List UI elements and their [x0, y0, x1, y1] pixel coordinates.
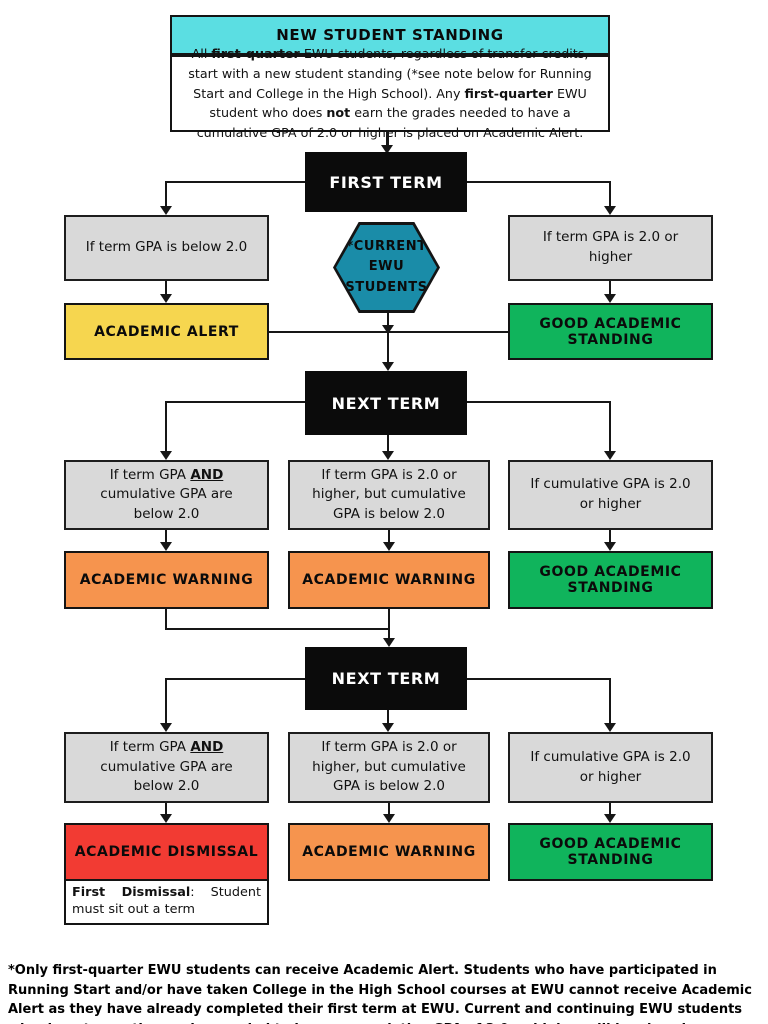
row1-condition-right-text: If term GPA is 2.0 or higher	[542, 229, 679, 265]
connector-line	[609, 281, 611, 295]
row3-condition-mid-text: If term GPA is 2.0 or higher, but cumula…	[312, 739, 466, 795]
academic-warning-label-row2-left: ACADEMIC WARNING	[79, 572, 254, 588]
hexagon-line3: STUDENTS	[345, 279, 428, 295]
new-student-standing-title: NEW STUDENT STANDING	[276, 26, 504, 44]
row3-condition-mid: If term GPA is 2.0 or higher, but cumula…	[288, 732, 490, 803]
connector-line	[165, 401, 167, 452]
hexagon-line2: EWU	[368, 259, 405, 275]
row2-condition-right: If cumulative GPA is 2.0 or higher	[508, 460, 713, 530]
arrow-down-icon	[604, 542, 616, 551]
academic-warning-box-row3: ACADEMIC WARNING	[288, 823, 490, 881]
connector-line	[609, 530, 611, 543]
good-standing-box-row2: GOOD ACADEMIC STANDING	[508, 551, 713, 609]
row3-condition-left: If term GPA AND cumulative GPA are below…	[64, 732, 269, 803]
connector-line	[165, 281, 167, 295]
footnote: *Only first-quarter EWU students can rec…	[8, 961, 761, 1024]
arrow-down-icon	[382, 723, 394, 732]
academic-warning-label-row3: ACADEMIC WARNING	[302, 844, 476, 860]
connector-line	[165, 530, 167, 543]
current-ewu-students-hexagon: *CURRENT EWU STUDENTS	[333, 222, 440, 313]
connector-line	[165, 628, 389, 630]
connector-line	[165, 803, 167, 815]
arrow-down-icon	[160, 814, 172, 823]
connector-line	[165, 609, 167, 630]
arrow-down-icon	[160, 542, 172, 551]
row2-condition-mid-text: If term GPA is 2.0 or higher, but cumula…	[312, 466, 466, 522]
good-standing-label-row3: GOOD ACADEMIC STANDING	[539, 836, 682, 868]
connector-line	[609, 803, 611, 815]
row3-condition-right-text: If cumulative GPA is 2.0 or higher	[530, 748, 691, 785]
connector-line	[388, 803, 390, 815]
footnote-text: *Only first-quarter EWU students can rec…	[8, 963, 752, 1024]
arrow-down-icon	[604, 451, 616, 460]
arrow-down-icon	[383, 638, 395, 647]
row2-condition-right-text: If cumulative GPA is 2.0 or higher	[530, 476, 691, 512]
first-dismissal-note: First Dismissal: Student must sit out a …	[64, 879, 269, 925]
next-term-box-2: NEXT TERM	[305, 647, 467, 710]
arrow-down-icon	[160, 206, 172, 215]
good-standing-label-row1: GOOD ACADEMIC STANDING	[539, 315, 682, 348]
row3-condition-right: If cumulative GPA is 2.0 or higher	[508, 732, 713, 803]
next-term-label-1: NEXT TERM	[331, 393, 441, 413]
connector-line	[609, 401, 611, 452]
academic-alert-box: ACADEMIC ALERT	[64, 303, 269, 360]
new-student-standing-description: All first-quarter EWU students, regardle…	[170, 46, 610, 140]
description-text: All first-quarter EWU students, regardle…	[188, 46, 592, 141]
good-standing-label-row2: GOOD ACADEMIC STANDING	[539, 564, 682, 596]
next-term-label-2: NEXT TERM	[331, 669, 441, 688]
connector-line	[165, 181, 167, 207]
first-term-box: FIRST TERM	[305, 152, 467, 212]
row1-condition-left-text: If term GPA is below 2.0	[85, 239, 248, 256]
arrow-down-icon	[604, 723, 616, 732]
connector-line	[467, 181, 611, 183]
connector-line	[166, 181, 305, 183]
academic-warning-box-row2-mid: ACADEMIC WARNING	[288, 551, 490, 609]
connector-line	[388, 530, 390, 543]
first-dismissal-note-text: First Dismissal: Student must sit out a …	[72, 885, 261, 918]
row1-condition-right: If term GPA is 2.0 or higher	[508, 215, 713, 281]
connector-line	[388, 609, 390, 640]
row2-condition-mid: If term GPA is 2.0 or higher, but cumula…	[288, 460, 490, 530]
row3-condition-left-text: If term GPA AND cumulative GPA are below…	[100, 739, 233, 795]
arrow-down-icon	[382, 325, 394, 334]
arrow-down-icon	[604, 206, 616, 215]
connector-line	[386, 132, 389, 147]
next-term-box-1: NEXT TERM	[305, 371, 467, 435]
connector-line	[166, 401, 305, 403]
arrow-down-icon	[383, 542, 395, 551]
connector-line	[467, 678, 611, 680]
row2-condition-left: If term GPA AND cumulative GPA are below…	[64, 460, 269, 530]
academic-alert-label: ACADEMIC ALERT	[94, 323, 239, 340]
new-student-standing-header: NEW STUDENT STANDING	[170, 15, 610, 55]
connector-line	[609, 181, 611, 207]
row2-condition-left-text: If term GPA AND cumulative GPA are below…	[100, 466, 233, 522]
connector-line	[467, 401, 611, 403]
connector-line	[165, 678, 167, 724]
arrow-down-icon	[160, 294, 172, 303]
connector-line	[387, 710, 389, 724]
arrow-down-icon	[383, 814, 395, 823]
connector-line	[387, 435, 389, 452]
academic-warning-label-row2-mid: ACADEMIC WARNING	[302, 572, 476, 588]
arrow-down-icon	[382, 451, 394, 460]
academic-dismissal-label: ACADEMIC DISMISSAL	[74, 844, 259, 860]
arrow-down-icon	[160, 451, 172, 460]
arrow-down-icon	[604, 294, 616, 303]
academic-dismissal-box: ACADEMIC DISMISSAL	[64, 823, 269, 881]
connector-line	[609, 678, 611, 724]
arrow-down-icon	[382, 362, 394, 371]
connector-line	[166, 678, 305, 680]
row1-condition-left: If term GPA is below 2.0	[64, 215, 269, 281]
arrow-down-icon	[604, 814, 616, 823]
arrow-down-icon	[381, 145, 393, 154]
hexagon-fill: *CURRENT EWU STUDENTS	[336, 225, 437, 310]
arrow-down-icon	[160, 723, 172, 732]
first-term-label: FIRST TERM	[329, 172, 443, 192]
good-standing-box-row1: GOOD ACADEMIC STANDING	[508, 303, 713, 360]
connector-line	[387, 313, 389, 365]
academic-warning-box-row2-left: ACADEMIC WARNING	[64, 551, 269, 609]
hexagon-line1: *CURRENT	[346, 239, 427, 255]
good-standing-box-row3: GOOD ACADEMIC STANDING	[508, 823, 713, 881]
